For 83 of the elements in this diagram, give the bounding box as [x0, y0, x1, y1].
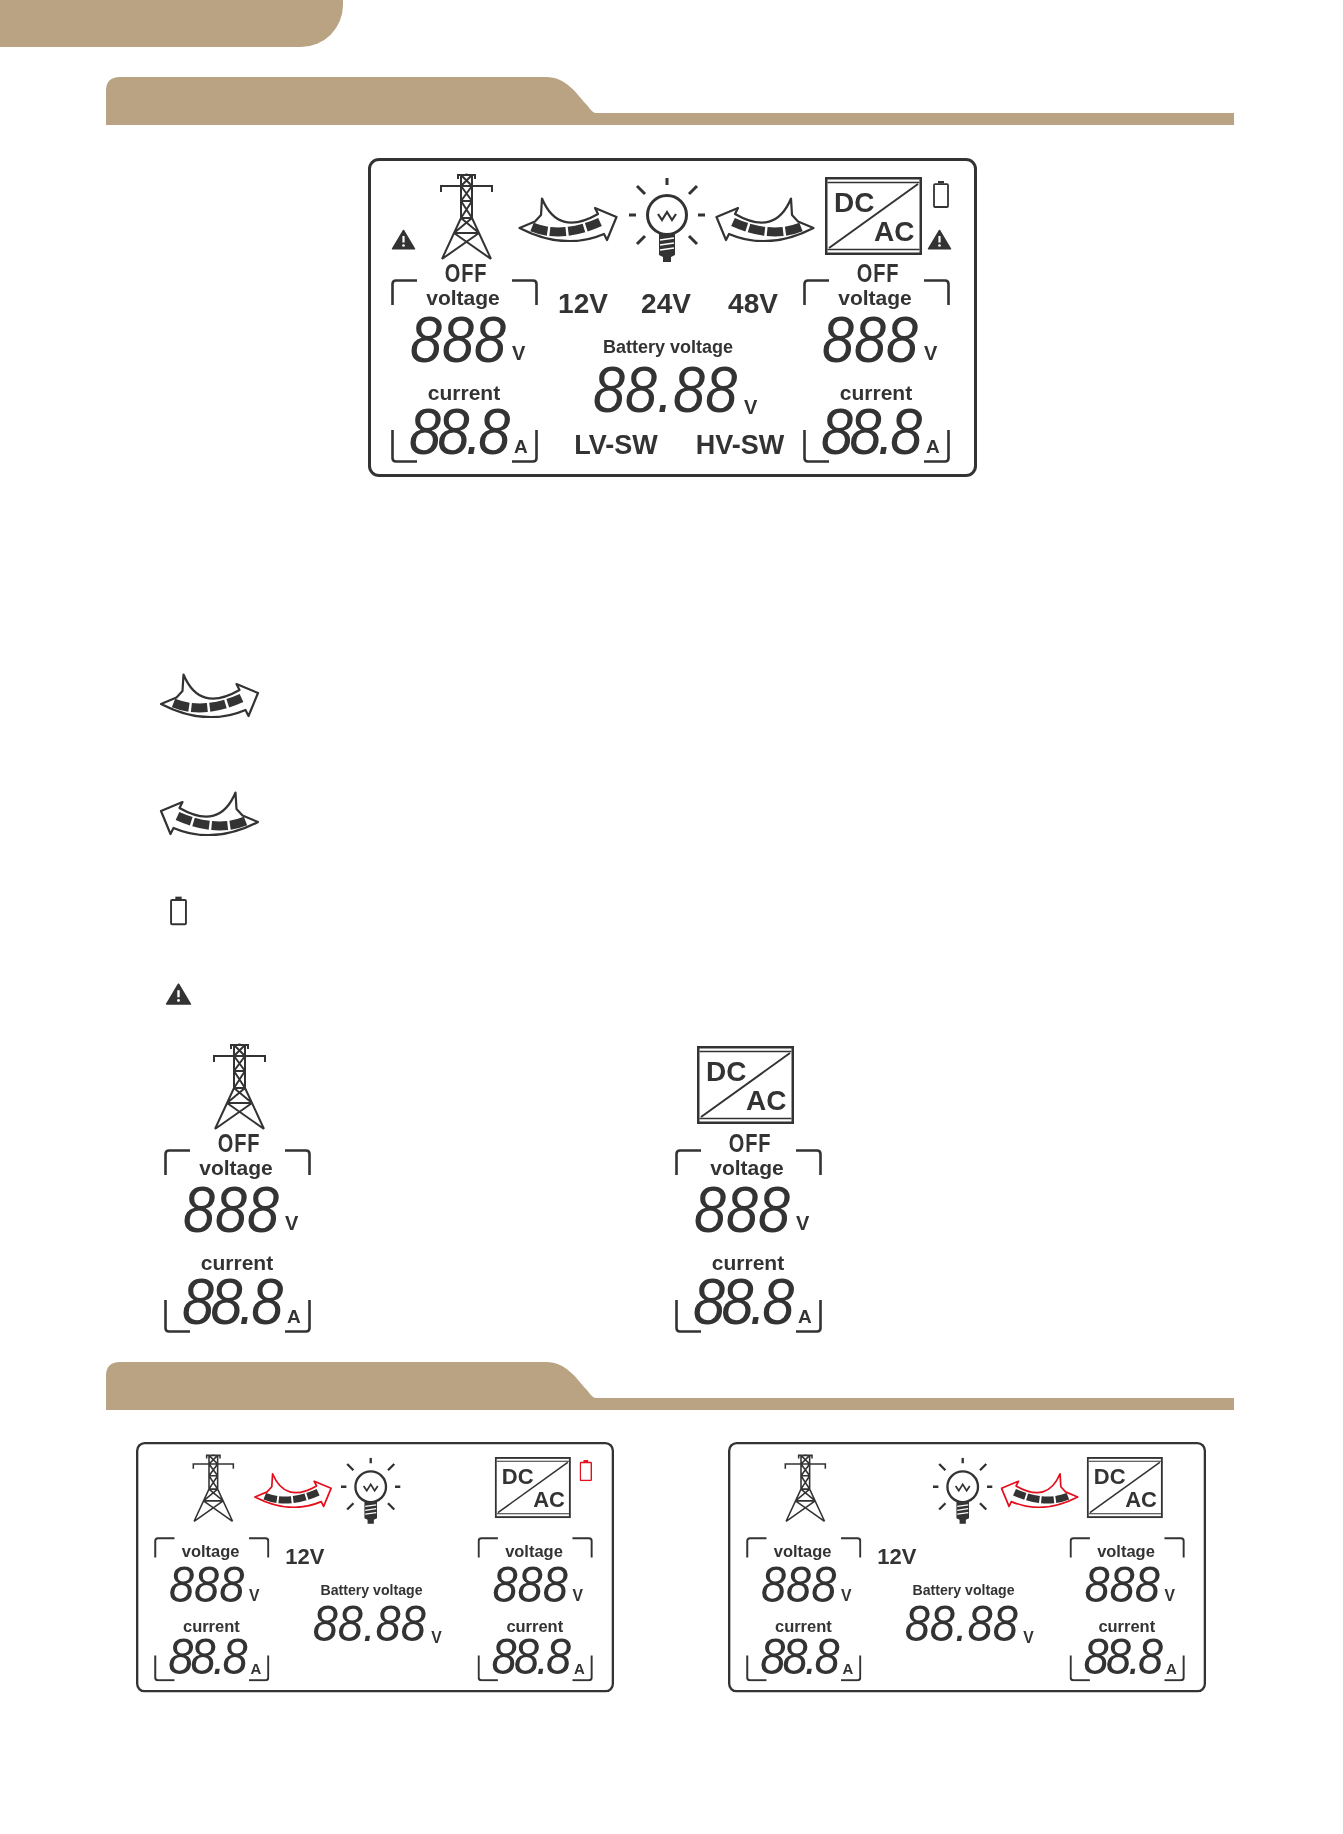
unit-label: A: [514, 437, 528, 456]
digit-readout: 888: [822, 308, 920, 372]
unit-label: V: [431, 1629, 442, 1646]
converter-label: AC: [746, 1087, 787, 1115]
digit-readout: 88.88: [593, 358, 739, 422]
digit-readout: 88.8: [182, 1270, 282, 1334]
meter-label: voltage: [710, 1157, 784, 1178]
digit-readout: 888: [694, 1178, 792, 1242]
switch-label: LV-SW: [574, 432, 658, 459]
converter-label: DC: [1093, 1466, 1126, 1489]
digit-readout: 888: [760, 1559, 838, 1610]
lcd-panel: [368, 158, 977, 477]
meter-frame: [746, 1537, 862, 1682]
unit-label: A: [1166, 1661, 1177, 1676]
off-label: OFF: [728, 1131, 772, 1156]
meter-frame: [1069, 1537, 1185, 1682]
unit-label: V: [924, 343, 938, 363]
system-voltage-label: 12V: [558, 290, 608, 318]
meter-label: current: [200, 1252, 274, 1273]
meter-label: current: [711, 1252, 785, 1273]
digit-readout: 88.8: [821, 400, 921, 464]
digit-readout: 88.88: [312, 1599, 427, 1650]
meter-label: voltage: [181, 1543, 240, 1560]
digit-readout: 88.8: [693, 1270, 793, 1334]
meter-label: voltage: [199, 1157, 273, 1178]
converter-box: [1086, 1456, 1163, 1519]
unit-label: V: [1164, 1587, 1175, 1603]
unit-label: A: [250, 1661, 262, 1676]
converter-box: [825, 177, 922, 255]
digit-readout: 888: [183, 1178, 281, 1242]
meter-frame: [675, 1131, 822, 1333]
meter-label: voltage: [1097, 1543, 1155, 1560]
digit-readout: 888: [1084, 1559, 1161, 1610]
lcd-panel: [136, 1442, 615, 1693]
system-voltage-label: 12V: [285, 1545, 325, 1568]
unit-label: A: [798, 1307, 812, 1326]
digit-readout: 888: [410, 308, 508, 372]
battery-voltage-label: Battery voltage: [320, 1583, 423, 1598]
off-label: OFF: [444, 261, 488, 286]
meter-label: current: [839, 382, 913, 403]
converter-label: AC: [1125, 1489, 1157, 1512]
digit-readout: 88.8: [409, 400, 509, 464]
system-voltage-label: 12V: [877, 1545, 917, 1568]
meter-frame: [154, 1537, 270, 1682]
converter-label: AC: [874, 218, 915, 246]
digit-readout: 88.88: [904, 1599, 1019, 1650]
system-voltage-label: 24V: [641, 290, 691, 318]
converter-label: DC: [706, 1058, 747, 1086]
unit-label: A: [574, 1661, 585, 1676]
unit-label: V: [744, 397, 758, 417]
converter-label: AC: [533, 1489, 565, 1512]
unit-label: A: [926, 437, 940, 456]
unit-label: V: [1023, 1629, 1034, 1646]
converter-label: DC: [834, 189, 875, 217]
converter-box: [697, 1046, 794, 1124]
system-voltage-label: 48V: [728, 290, 778, 318]
meter-frame: [391, 261, 538, 463]
unit-label: V: [285, 1213, 299, 1233]
converter-box: [494, 1456, 571, 1519]
off-label: OFF: [856, 261, 900, 286]
meter-label: voltage: [426, 287, 500, 308]
unit-label: V: [841, 1587, 852, 1603]
unit-label: V: [249, 1587, 260, 1603]
off-label: OFF: [217, 1131, 261, 1156]
battery-voltage-label: Battery voltage: [912, 1583, 1015, 1598]
unit-label: V: [796, 1213, 810, 1233]
meter-label: voltage: [773, 1543, 832, 1560]
meter-label: voltage: [505, 1543, 563, 1560]
meter-frame: [477, 1537, 593, 1682]
lcd-panel: [728, 1442, 1207, 1693]
digit-readout: 888: [168, 1559, 246, 1610]
converter-label: DC: [501, 1466, 534, 1489]
switch-label: HV-SW: [695, 432, 785, 459]
digit-readout: 888: [492, 1559, 569, 1610]
unit-label: V: [572, 1587, 583, 1603]
meter-frame: [164, 1131, 311, 1333]
unit-label: A: [842, 1661, 854, 1676]
battery-voltage-label: Battery voltage: [603, 338, 733, 356]
meter-label: current: [427, 382, 501, 403]
meter-label: voltage: [838, 287, 912, 308]
unit-label: V: [512, 343, 526, 363]
unit-label: A: [287, 1307, 301, 1326]
meter-frame: [803, 261, 950, 463]
